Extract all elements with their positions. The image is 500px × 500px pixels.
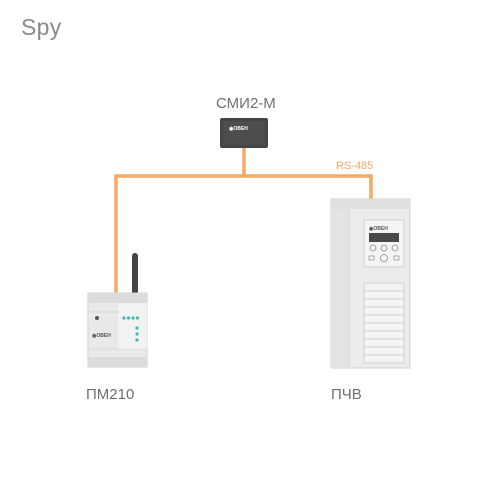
pm210-led xyxy=(135,326,139,330)
pm210-led xyxy=(135,332,139,336)
smi2m-logo: ◉OBEH xyxy=(229,126,248,132)
rs485-bus-wire xyxy=(114,146,373,295)
pm210-led xyxy=(135,338,139,342)
pm210-label: ПМ210 xyxy=(86,386,135,403)
smi2m-device: ◉OBEH xyxy=(220,118,268,148)
pchv-device: ◉OBEH xyxy=(330,198,411,369)
pm210-logo: ◉OBEH xyxy=(92,333,111,339)
pchv-key xyxy=(369,244,377,252)
pchv-knob xyxy=(380,254,388,262)
pm210-power-led xyxy=(95,316,99,320)
pchv-key xyxy=(391,244,399,252)
pchv-display xyxy=(369,233,399,242)
pchv-vent-grille xyxy=(363,282,405,364)
pchv-control-panel xyxy=(363,219,405,268)
pchv-key xyxy=(380,244,388,252)
pm210-led xyxy=(126,316,131,320)
pchv-logo: ◉OBEH xyxy=(369,226,388,232)
rs485-label: RS-485 xyxy=(336,160,374,172)
page-title: Spy xyxy=(21,14,62,40)
pm210-device: ◉OBEH xyxy=(87,253,148,368)
smi2m-label: СМИ2-М xyxy=(216,95,276,112)
pm210-antenna xyxy=(132,253,138,296)
pm210-led xyxy=(135,316,140,320)
pm210-led xyxy=(122,316,126,320)
pchv-label: ПЧВ xyxy=(331,386,362,403)
pm210-led xyxy=(131,316,135,320)
